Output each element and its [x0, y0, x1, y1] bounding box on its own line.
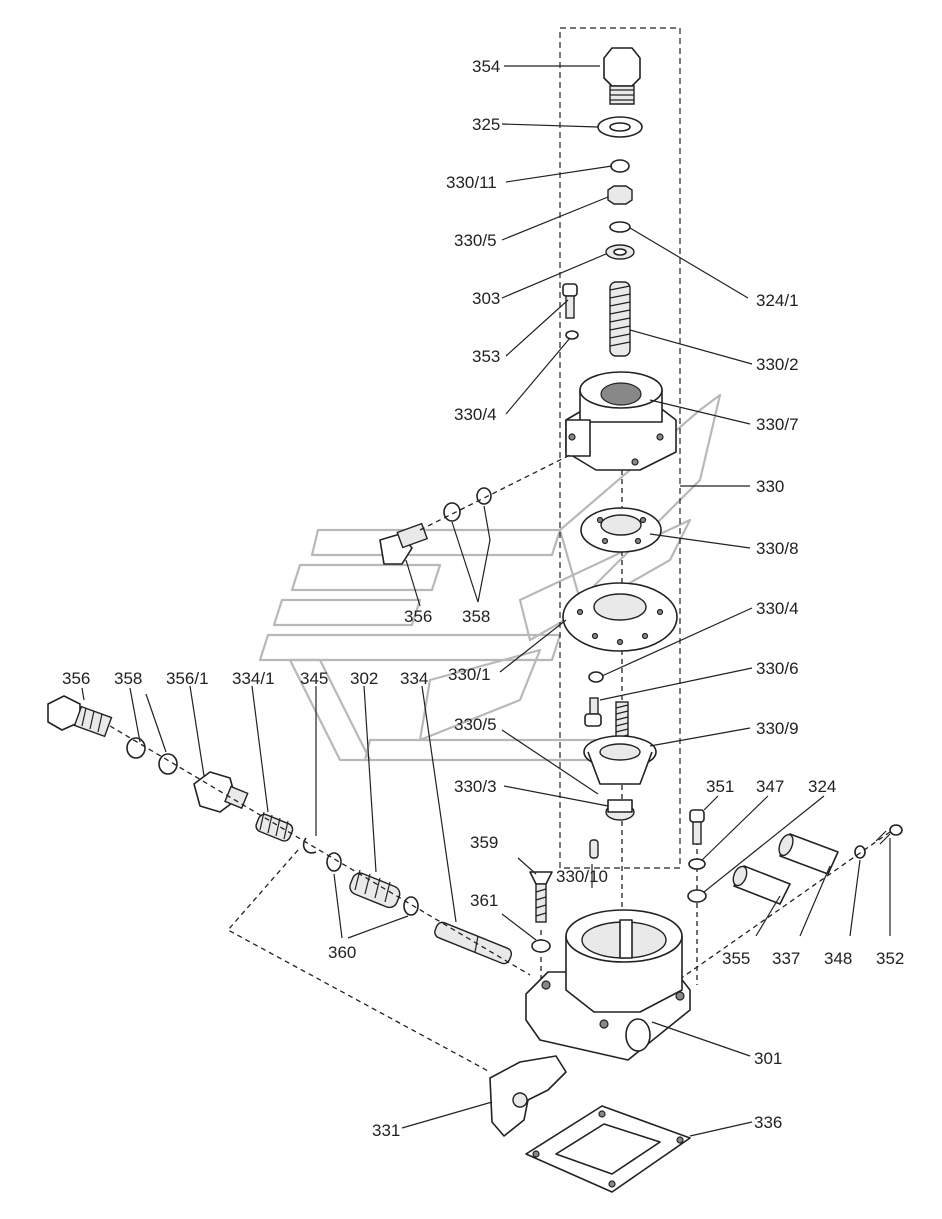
- label-354: 354: [472, 57, 500, 76]
- label-330-1: 330/1: [448, 665, 491, 684]
- label-334: 334: [400, 669, 428, 688]
- label-330-3: 330/3: [454, 777, 497, 796]
- part-330-1-diaphragm: [562, 582, 678, 652]
- part-334-pin: [434, 921, 513, 965]
- label-345: 345: [300, 669, 328, 688]
- label-302: 302: [350, 669, 378, 688]
- axis-right-shafts: [649, 831, 891, 1001]
- label-330-8: 330/8: [756, 539, 799, 558]
- part-358-washer-lower-b: [158, 753, 178, 775]
- label-336: 336: [754, 1113, 782, 1132]
- part-330-3-seat: [605, 799, 635, 821]
- assembly-330-boundary: [559, 27, 681, 869]
- part-324-washer: [687, 889, 707, 903]
- part-330-7-housing: [565, 371, 677, 471]
- label-351: 351: [706, 777, 734, 796]
- label-330-4-lower: 330/4: [756, 599, 799, 618]
- part-347-washer: [688, 858, 706, 870]
- label-330-7: 330/7: [756, 415, 799, 434]
- part-358-washer-lower-a: [126, 737, 146, 759]
- part-358-washer-upper-a: [443, 502, 461, 522]
- label-330-4-upper: 330/4: [454, 405, 497, 424]
- part-330-5-nut: [607, 185, 633, 205]
- part-330-11-washer: [610, 159, 630, 173]
- label-356-lower: 356: [62, 669, 90, 688]
- part-352-screw: [875, 824, 903, 845]
- label-359: 359: [470, 833, 498, 852]
- part-301-body: [525, 909, 691, 1061]
- part-361-washer: [531, 939, 551, 953]
- part-330-9-valve-body: [583, 701, 657, 785]
- label-330-6: 330/6: [756, 659, 799, 678]
- label-303: 303: [472, 289, 500, 308]
- part-337-shaft: [778, 833, 839, 875]
- part-330-4-ring-upper: [565, 330, 579, 340]
- part-355-shaft: [732, 865, 791, 905]
- part-353-screw: [562, 283, 578, 319]
- label-330-11: 330/11: [446, 173, 497, 192]
- label-324: 324: [808, 777, 836, 796]
- part-336-gasket: [525, 1105, 691, 1193]
- part-330-10-pin: [589, 839, 599, 859]
- part-330-6-bolt: [584, 697, 602, 727]
- label-330-5-upper: 330/5: [454, 231, 497, 250]
- label-356-upper: 356: [404, 607, 432, 626]
- part-356-bolt-upper: [379, 522, 429, 565]
- part-351-screw: [689, 809, 705, 845]
- label-334-1: 334/1: [232, 669, 275, 688]
- label-330-5-lower: 330/5: [454, 715, 497, 734]
- label-358-upper: 358: [462, 607, 490, 626]
- label-337: 337: [772, 949, 800, 968]
- part-325-washer: [597, 116, 643, 138]
- label-355: 355: [722, 949, 750, 968]
- label-348: 348: [824, 949, 852, 968]
- label-347: 347: [756, 777, 784, 796]
- label-352: 352: [876, 949, 904, 968]
- label-301: 301: [754, 1049, 782, 1068]
- label-324-1: 324/1: [756, 291, 799, 310]
- part-360-washer-a: [326, 852, 342, 872]
- axis-left-assembly: [109, 725, 531, 976]
- label-330-10: 330/10: [556, 867, 608, 886]
- part-359-screw: [529, 871, 553, 923]
- label-358-lower: 358: [114, 669, 142, 688]
- part-324-1-washer: [609, 221, 631, 233]
- part-302-spring: [349, 869, 401, 909]
- part-303-spacer: [605, 244, 635, 260]
- label-325: 325: [472, 115, 500, 134]
- label-360: 360: [328, 943, 356, 962]
- label-331: 331: [372, 1121, 400, 1140]
- part-331-lever: [489, 1055, 567, 1137]
- part-356-bolt-lower: [47, 695, 113, 738]
- part-348-clip: [854, 845, 866, 859]
- label-330: 330: [756, 477, 784, 496]
- label-330-9: 330/9: [756, 719, 799, 738]
- label-361: 361: [470, 891, 498, 910]
- leader-lines: [81, 65, 891, 1137]
- part-330-2-spring: [609, 281, 631, 357]
- part-354-plug: [603, 47, 641, 105]
- axis-356-upper: [419, 454, 571, 531]
- part-330-4-ring-lower: [588, 671, 604, 683]
- part-360-washer-b: [403, 896, 419, 916]
- label-356-1: 356/1: [166, 669, 209, 688]
- part-345-clip: [302, 837, 317, 854]
- label-353: 353: [472, 347, 500, 366]
- label-330-2: 330/2: [756, 355, 799, 374]
- part-334-1-spring: [255, 811, 294, 842]
- part-330-8-plate: [580, 507, 662, 553]
